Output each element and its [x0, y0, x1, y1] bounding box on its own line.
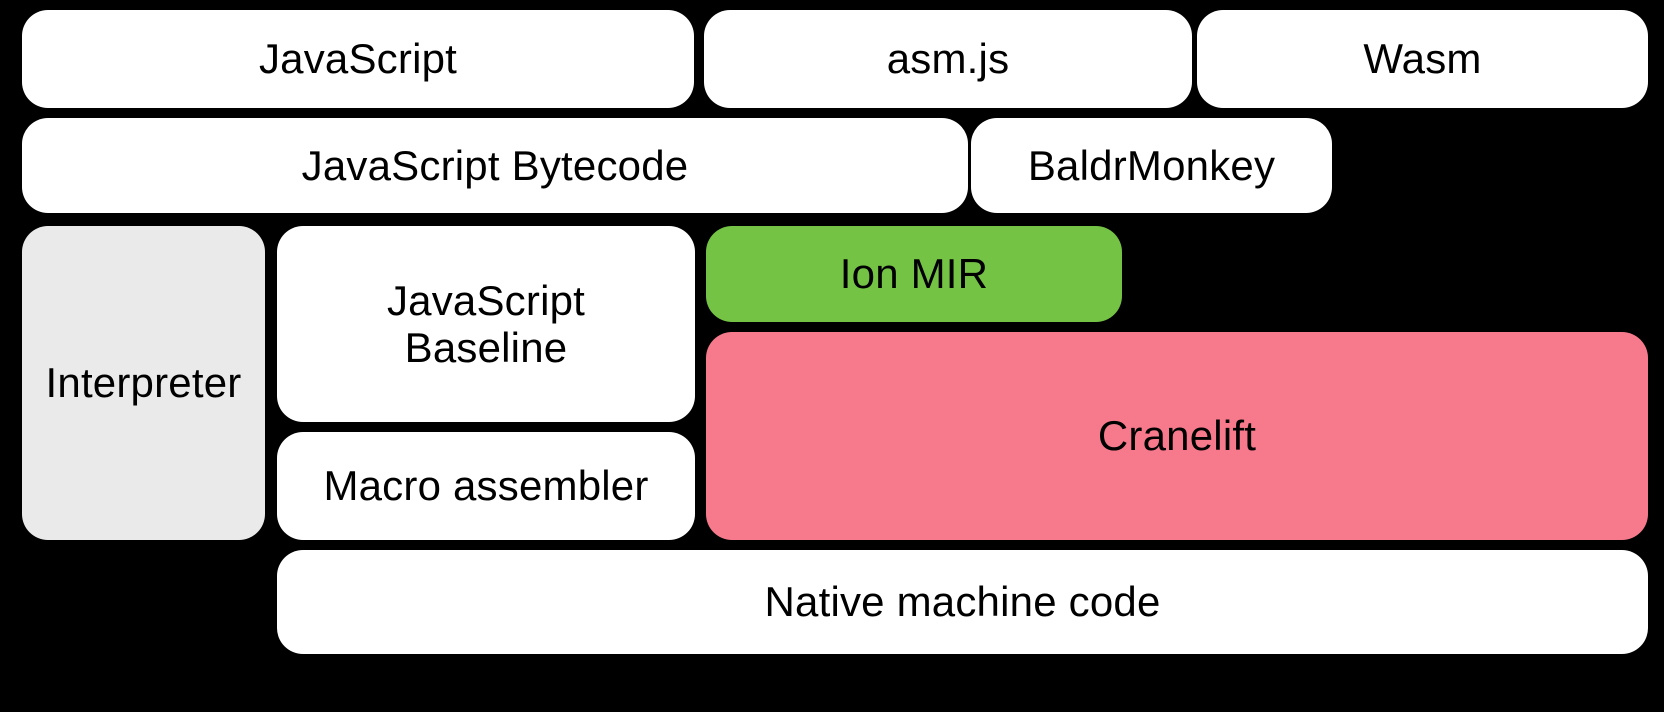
node-macro-assembler: Macro assembler [277, 432, 695, 540]
node-interpreter: Interpreter [22, 226, 265, 540]
node-javascript-baseline: JavaScript Baseline [277, 226, 695, 422]
node-baldrmonkey: BaldrMonkey [971, 118, 1332, 213]
node-cranelift: Cranelift [706, 332, 1648, 540]
node-asmjs: asm.js [704, 10, 1192, 108]
node-ion-mir: Ion MIR [706, 226, 1122, 322]
node-native-machine-code: Native machine code [277, 550, 1648, 654]
node-javascript: JavaScript [22, 10, 694, 108]
node-wasm: Wasm [1197, 10, 1648, 108]
node-javascript-bytecode: JavaScript Bytecode [22, 118, 968, 213]
